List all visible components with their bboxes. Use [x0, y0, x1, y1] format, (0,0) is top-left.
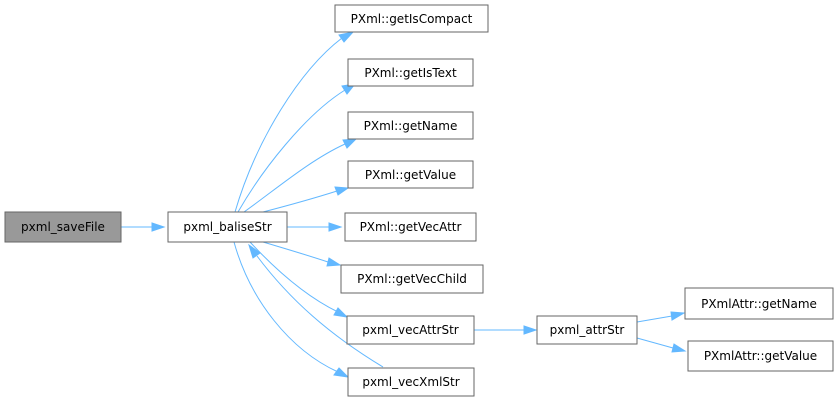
node-pxml-attrstr[interactable]: pxml_attrStr — [536, 315, 638, 345]
edge-savefile-to-balisestr — [121, 222, 166, 232]
edge-balisestr-to-getiscompact — [234, 31, 355, 213]
node-pxml-getname-label: PXml::getName — [364, 119, 458, 133]
edge-balisestr-to-getvecattr — [287, 222, 343, 232]
node-pxml-getvecattr-label: PXml::getVecAttr — [360, 220, 462, 234]
edge-balisestr-to-getname — [243, 138, 358, 213]
edge-vecxmlstr-to-balisestr — [248, 243, 384, 368]
node-pxml-vecxmlstr[interactable]: pxml_vecXmlStr — [347, 367, 475, 397]
node-pxmlattr-getname[interactable]: PXmlAttr::getName — [684, 287, 834, 320]
edge-balisestr-to-getvecchild — [262, 241, 342, 267]
call-nodes: pxml_saveFile pxml_baliseStr PXml::getIs… — [4, 4, 834, 397]
node-pxml-getvalue[interactable]: PXml::getValue — [347, 160, 474, 189]
edge-balisestr-to-vecxmlstr — [233, 241, 350, 378]
node-pxml-balisestr[interactable]: pxml_baliseStr — [167, 211, 288, 243]
node-pxmlattr-getvalue-label: PXmlAttr::getValue — [704, 349, 817, 363]
node-pxml-vecattrstr[interactable]: pxml_vecAttrStr — [346, 315, 475, 345]
node-pxml-getvecchild[interactable]: PXml::getVecChild — [340, 264, 484, 294]
node-pxml-savefile-label: pxml_saveFile — [21, 220, 105, 234]
edge-attrstr-to-attrgetname — [636, 311, 686, 323]
node-pxml-getiscompact-label: PXml::getIsCompact — [351, 12, 473, 26]
node-pxml-getistext[interactable]: PXml::getIsText — [347, 58, 474, 87]
node-pxml-getistext-label: PXml::getIsText — [364, 66, 457, 80]
node-pxml-vecxmlstr-label: pxml_vecXmlStr — [362, 375, 459, 389]
node-pxml-getvecchild-label: PXml::getVecChild — [357, 272, 467, 286]
node-pxml-savefile[interactable]: pxml_saveFile — [4, 211, 122, 243]
node-pxmlattr-getvalue[interactable]: PXmlAttr::getValue — [687, 340, 834, 372]
node-pxmlattr-getname-label: PXmlAttr::getName — [701, 297, 817, 311]
edge-vecattrstr-to-attrstr — [474, 325, 538, 335]
node-pxml-getname[interactable]: PXml::getName — [347, 111, 474, 140]
edge-balisestr-to-vecattrstr — [249, 241, 349, 318]
edge-attrstr-to-attrgetvalue — [636, 337, 687, 353]
node-pxml-balisestr-label: pxml_baliseStr — [183, 220, 271, 234]
node-pxml-getvecattr[interactable]: PXml::getVecAttr — [344, 212, 477, 242]
edge-balisestr-to-getvalue — [262, 186, 350, 213]
node-pxml-getvalue-label: PXml::getValue — [365, 168, 456, 182]
node-pxml-attrstr-label: pxml_attrStr — [550, 323, 625, 337]
node-pxml-vecattrstr-label: pxml_vecAttrStr — [362, 323, 458, 337]
node-pxml-getiscompact[interactable]: PXml::getIsCompact — [334, 4, 489, 33]
call-edges — [121, 31, 687, 378]
